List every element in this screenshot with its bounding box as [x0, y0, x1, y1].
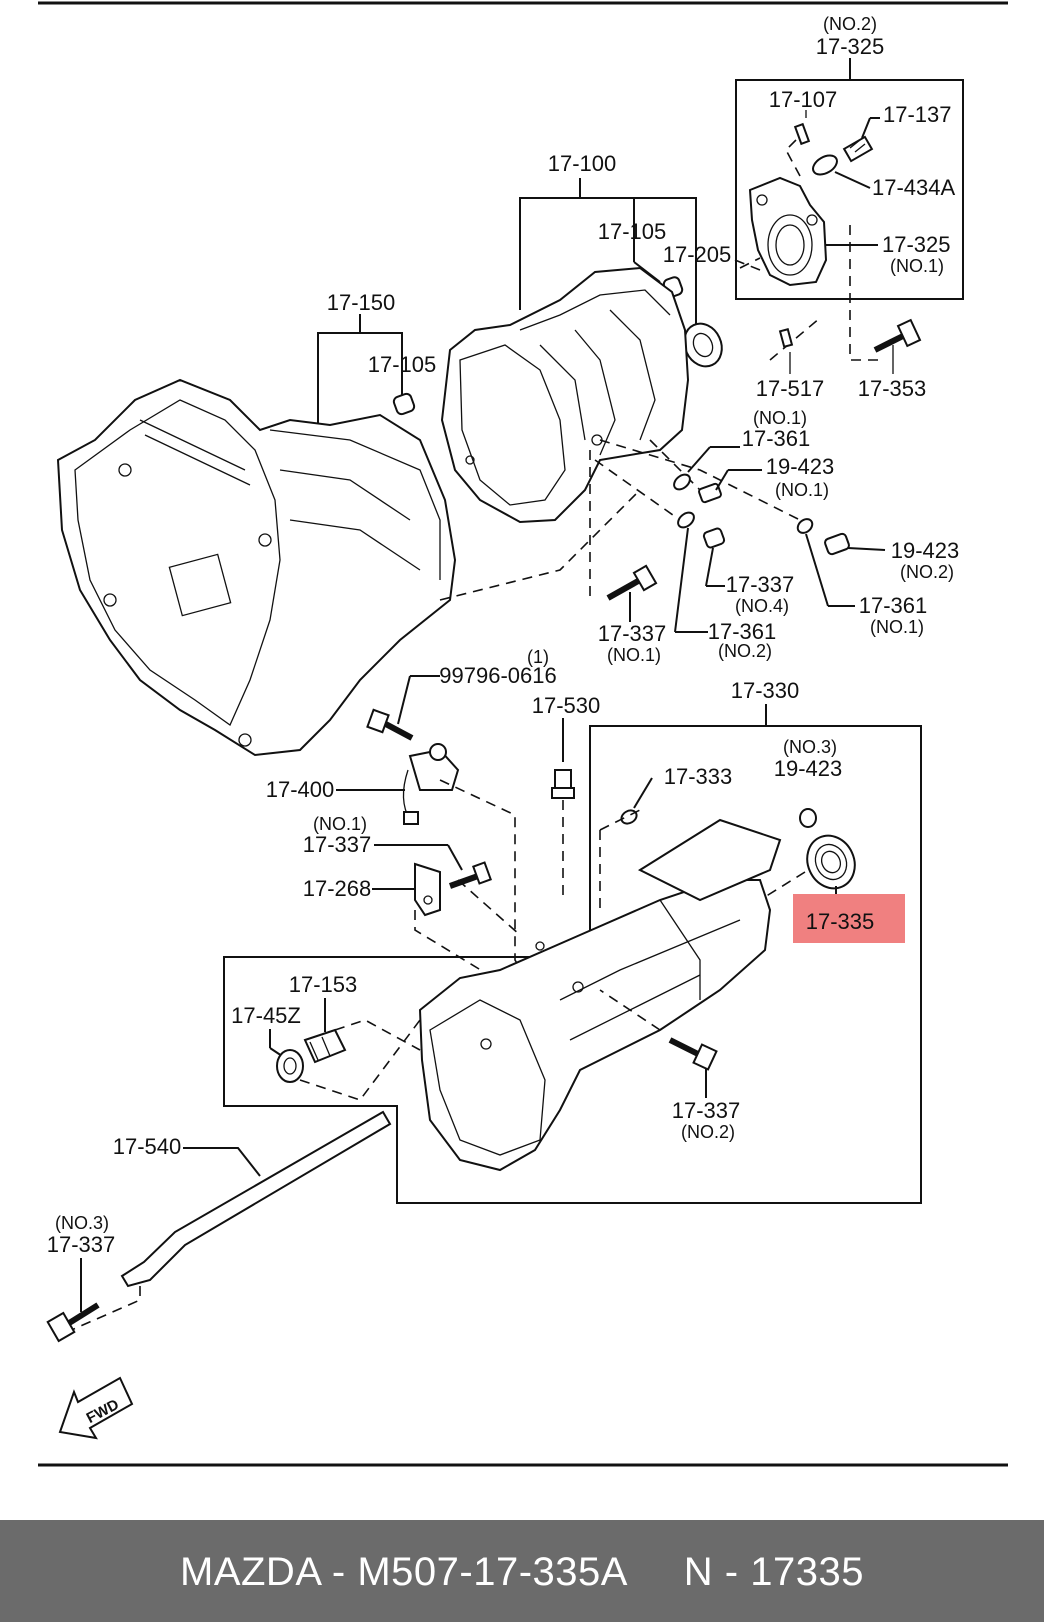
label-17-361-no1-b-qualifier: (NO.1)	[870, 617, 924, 637]
label-17-361-no1-b: 17-361	[859, 593, 928, 618]
switch-17-530	[551, 769, 575, 799]
label-17-361-no2: 17-361	[708, 619, 777, 644]
spring-17-137	[842, 135, 874, 163]
label-17-361-no2-qualifier: (NO.2)	[718, 641, 772, 661]
washer-17-361-a	[673, 473, 691, 491]
fwd-arrow-icon	[58, 1376, 134, 1440]
label-99796-0616: 99796-0616	[439, 663, 556, 688]
label-19-423-no2: 19-423	[891, 538, 960, 563]
flange-17-325	[748, 176, 828, 287]
sleeve-17-434A	[812, 154, 838, 176]
label-17-337-no4-qualifier: (NO.4)	[735, 596, 789, 616]
plug-17-337-no4	[702, 527, 726, 549]
label-19-423-no3: 19-423	[774, 756, 843, 781]
label-17-335: 17-335	[806, 909, 875, 934]
label-17-105-a: 17-105	[598, 219, 667, 244]
label-17-337-no2: 17-337	[672, 1098, 741, 1123]
lever-17-540	[120, 1110, 392, 1288]
bolt-17-353	[873, 318, 922, 353]
label-17-434A: 17-434A	[872, 175, 956, 200]
box-17-330	[223, 725, 922, 1204]
washer-17-361-b	[796, 518, 814, 534]
label-17-330: 17-330	[731, 678, 800, 703]
footer-part-number: MAZDA - M507-17-335A N - 17335	[180, 1550, 864, 1594]
footer-bar: MAZDA - M507-17-335A N - 17335	[0, 1520, 1044, 1622]
washer-17-361-no2	[677, 511, 695, 529]
label-17-337-no1-b: 17-337	[303, 832, 372, 857]
label-17-333: 17-333	[664, 764, 733, 789]
plug-19-423-no2	[824, 532, 850, 556]
plug-19-423-no3	[799, 808, 817, 828]
label-17-337-no1-a-qualifier: (NO.1)	[607, 645, 661, 665]
label-17-153: 17-153	[289, 972, 358, 997]
label-17-530: 17-530	[532, 693, 601, 718]
label-17-100: 17-100	[548, 151, 617, 176]
extension-housing-17-330	[418, 818, 782, 1172]
dowel-17-517	[778, 328, 794, 348]
plug-19-423-no1	[698, 482, 722, 504]
transmission-case-17-100	[440, 266, 690, 524]
label-17-325-no2: 17-325	[816, 34, 885, 59]
sensor-17-400	[402, 743, 460, 825]
oil-seal-17-335	[806, 834, 856, 890]
label-17-45Z: 17-45Z	[231, 1003, 301, 1028]
label-17-325-no1: 17-325	[882, 232, 951, 257]
label-17-337-no3-qualifier: (NO.3)	[55, 1213, 109, 1233]
label-17-105-b: 17-105	[368, 352, 437, 377]
label-19-423-no3-qualifier: (NO.3)	[783, 737, 837, 757]
cap-17-45Z	[276, 1049, 304, 1083]
bolt-99796-0616	[366, 708, 414, 741]
label-17-540: 17-540	[113, 1134, 182, 1159]
label-17-337-no1-b-qualifier: (NO.1)	[313, 814, 367, 834]
pin-17-107	[793, 122, 811, 146]
label-17-107: 17-107	[769, 87, 838, 112]
label-17-337-no4: 17-337	[726, 572, 795, 597]
label-17-325-no1-qualifier: (NO.1)	[890, 256, 944, 276]
highlight-17-335	[793, 894, 905, 943]
part-labels: (NO.2) 17-325 17-107 17-137 17-434A 17-3…	[47, 14, 960, 1427]
ring-17-333	[620, 809, 638, 825]
label-17-400: 17-400	[266, 777, 335, 802]
label-17-337-no2-qualifier: (NO.2)	[681, 1122, 735, 1142]
label-19-423-no1: 19-423	[766, 454, 835, 479]
label-17-353: 17-353	[858, 376, 927, 401]
label-19-423-no2-qualifier: (NO.2)	[900, 562, 954, 582]
bolt-17-337-no3	[46, 1302, 100, 1343]
label-17-150: 17-150	[327, 290, 396, 315]
bolt-17-337-no1-b	[448, 861, 492, 889]
bolt-17-337-no1-a	[606, 564, 658, 601]
bracket-17-268	[414, 862, 441, 917]
label-17-517: 17-517	[756, 376, 825, 401]
dowel-17-105-b	[392, 392, 416, 416]
clutch-housing-17-150	[56, 378, 457, 757]
label-17-337-no1-a: 17-337	[598, 621, 667, 646]
label-17-361-no1-a-qualifier: (NO.1)	[753, 408, 807, 428]
label-17-337-no3: 17-337	[47, 1232, 116, 1257]
label-17-137: 17-137	[883, 102, 952, 127]
label-17-205: 17-205	[663, 242, 732, 267]
label-17-361-no1-a: 17-361	[742, 426, 811, 451]
label-17-325-no2-qualifier: (NO.2)	[823, 14, 877, 34]
label-19-423-no1-qualifier: (NO.1)	[775, 480, 829, 500]
parts-diagram: (NO.2) 17-325 17-107 17-137 17-434A 17-3…	[38, 1, 1008, 1467]
bolt-17-337-no2	[668, 1037, 718, 1071]
label-99796-0616-qualifier: (1)	[527, 647, 549, 667]
bushing-17-153	[303, 1028, 347, 1064]
label-17-268: 17-268	[303, 876, 372, 901]
